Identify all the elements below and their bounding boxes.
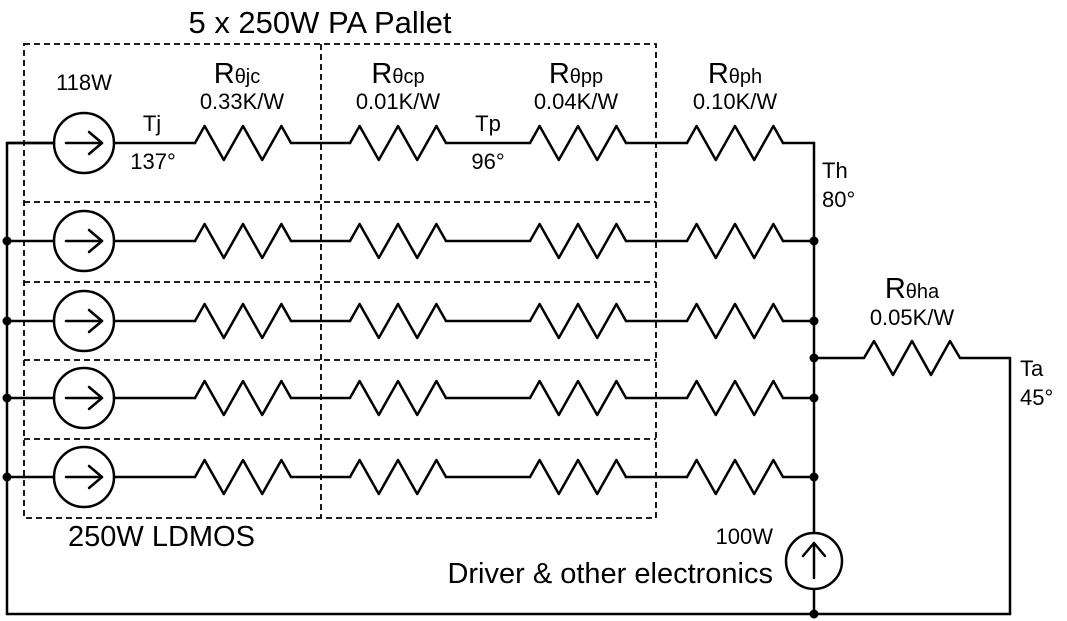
ta-temp-label: 45°: [1020, 385, 1053, 410]
rthpp-resistor: [528, 222, 628, 260]
rthjc-resistor: [193, 222, 293, 260]
rthpp-value: 0.04K/W: [534, 89, 619, 114]
rthph-resistor: [685, 222, 785, 260]
rthpp-resistor: [528, 379, 628, 417]
rthjc-name: Rθjc: [214, 58, 261, 90]
rthcp-name: Rθcp: [371, 58, 424, 90]
junction-dot: [2, 236, 12, 246]
rthph-resistor: [685, 124, 785, 162]
rthph-resistor: [685, 379, 785, 417]
junction-dot: [809, 609, 819, 619]
rthcp-resistor: [348, 458, 448, 496]
driver-power-label: 100W: [716, 524, 774, 549]
junction-dot: [809, 472, 819, 482]
tj-temp-label: 137°: [130, 149, 176, 174]
rthcp-resistor: [348, 302, 448, 340]
rthjc-resistor: [193, 379, 293, 417]
rthcp-resistor: [348, 222, 448, 260]
rthcp-resistor: [348, 124, 448, 162]
device-row: [5, 289, 816, 353]
rthjc-resistor: [193, 458, 293, 496]
pallet-boxes: [23, 43, 657, 519]
junction-dot: [809, 393, 819, 403]
rthjc-value: 0.33K/W: [200, 89, 285, 114]
rtha-branch: [812, 339, 1012, 377]
pallet-outer-box: [23, 43, 657, 519]
junction-dot: [2, 472, 12, 482]
device-rows: [5, 111, 816, 509]
tj-node-label: Tj: [143, 111, 161, 136]
tp-temp-label: 96°: [471, 149, 504, 174]
junction-dot: [809, 236, 819, 246]
rthpp-resistor: [528, 124, 628, 162]
rthpp-resistor: [528, 458, 628, 496]
junction-dot: [809, 353, 819, 363]
junction-dot: [809, 316, 819, 326]
ta-node-label: Ta: [1020, 356, 1044, 381]
driver-source-circle: [784, 531, 844, 591]
device-row: [5, 209, 816, 273]
th-node-label: Th: [822, 158, 848, 183]
rthph-resistor: [685, 458, 785, 496]
device-row-boxes: [24, 201, 656, 440]
tp-node-label: Tp: [475, 111, 501, 136]
rthph-name: Rθph: [708, 58, 762, 90]
rthph-resistor: [685, 302, 785, 340]
rthha-name: Rθha: [885, 273, 940, 305]
rthcp-resistor: [348, 379, 448, 417]
junction-dot: [2, 393, 12, 403]
th-temp-label: 80°: [822, 187, 855, 212]
rthph-value: 0.10K/W: [693, 89, 778, 114]
rthcp-value: 0.01K/W: [356, 89, 441, 114]
rthjc-resistor: [193, 302, 293, 340]
rthha-value: 0.05K/W: [870, 305, 955, 330]
driver-label: Driver & other electronics: [447, 558, 773, 590]
source-power-label: 118W: [56, 70, 112, 95]
ldmos-label: 250W LDMOS: [68, 521, 255, 553]
driver-current-source: [784, 531, 844, 591]
rthjc-resistor: [193, 124, 293, 162]
junction-dots: [2, 236, 819, 619]
device-row: [5, 111, 816, 175]
device-row: [5, 366, 816, 430]
rthpp-name: Rθpp: [549, 58, 603, 90]
rtha-resistor: [812, 339, 1012, 377]
rthpp-resistor: [528, 302, 628, 340]
junction-dot: [2, 316, 12, 326]
circuit-wires: [5, 141, 1012, 616]
pallet-title: 5 x 250W PA Pallet: [188, 5, 451, 40]
device-row: [5, 445, 816, 509]
